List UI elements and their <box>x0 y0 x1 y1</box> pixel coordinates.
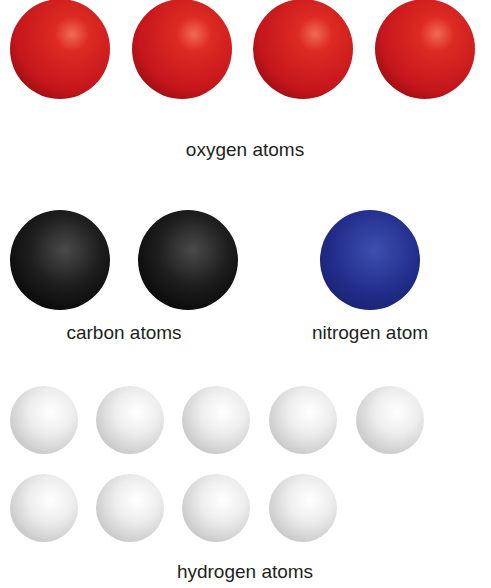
hydrogen-sphere <box>356 386 424 454</box>
carbon-sphere <box>138 210 238 310</box>
oxygen-sphere <box>10 0 110 99</box>
hydrogen-atoms <box>10 386 424 542</box>
nitrogen-atoms <box>320 210 420 310</box>
carbon-atoms <box>10 210 238 310</box>
oxygen-sphere <box>253 0 353 99</box>
hydrogen-sphere <box>269 474 337 542</box>
atom-label: carbon atoms <box>66 322 181 344</box>
atom-label: hydrogen atoms <box>177 561 313 583</box>
carbon-sphere <box>10 210 110 310</box>
nitrogen-sphere <box>320 210 420 310</box>
oxygen-sphere <box>132 0 232 99</box>
hydrogen-sphere <box>96 386 164 454</box>
hydrogen-sphere <box>10 386 78 454</box>
hydrogen-sphere <box>182 474 250 542</box>
atom-label: nitrogen atom <box>312 322 428 344</box>
hydrogen-sphere <box>96 474 164 542</box>
hydrogen-sphere <box>269 386 337 454</box>
atom-label: oxygen atoms <box>186 139 304 161</box>
oxygen-sphere <box>375 0 475 99</box>
hydrogen-sphere <box>10 474 78 542</box>
hydrogen-sphere <box>182 386 250 454</box>
oxygen-atoms <box>10 0 475 99</box>
